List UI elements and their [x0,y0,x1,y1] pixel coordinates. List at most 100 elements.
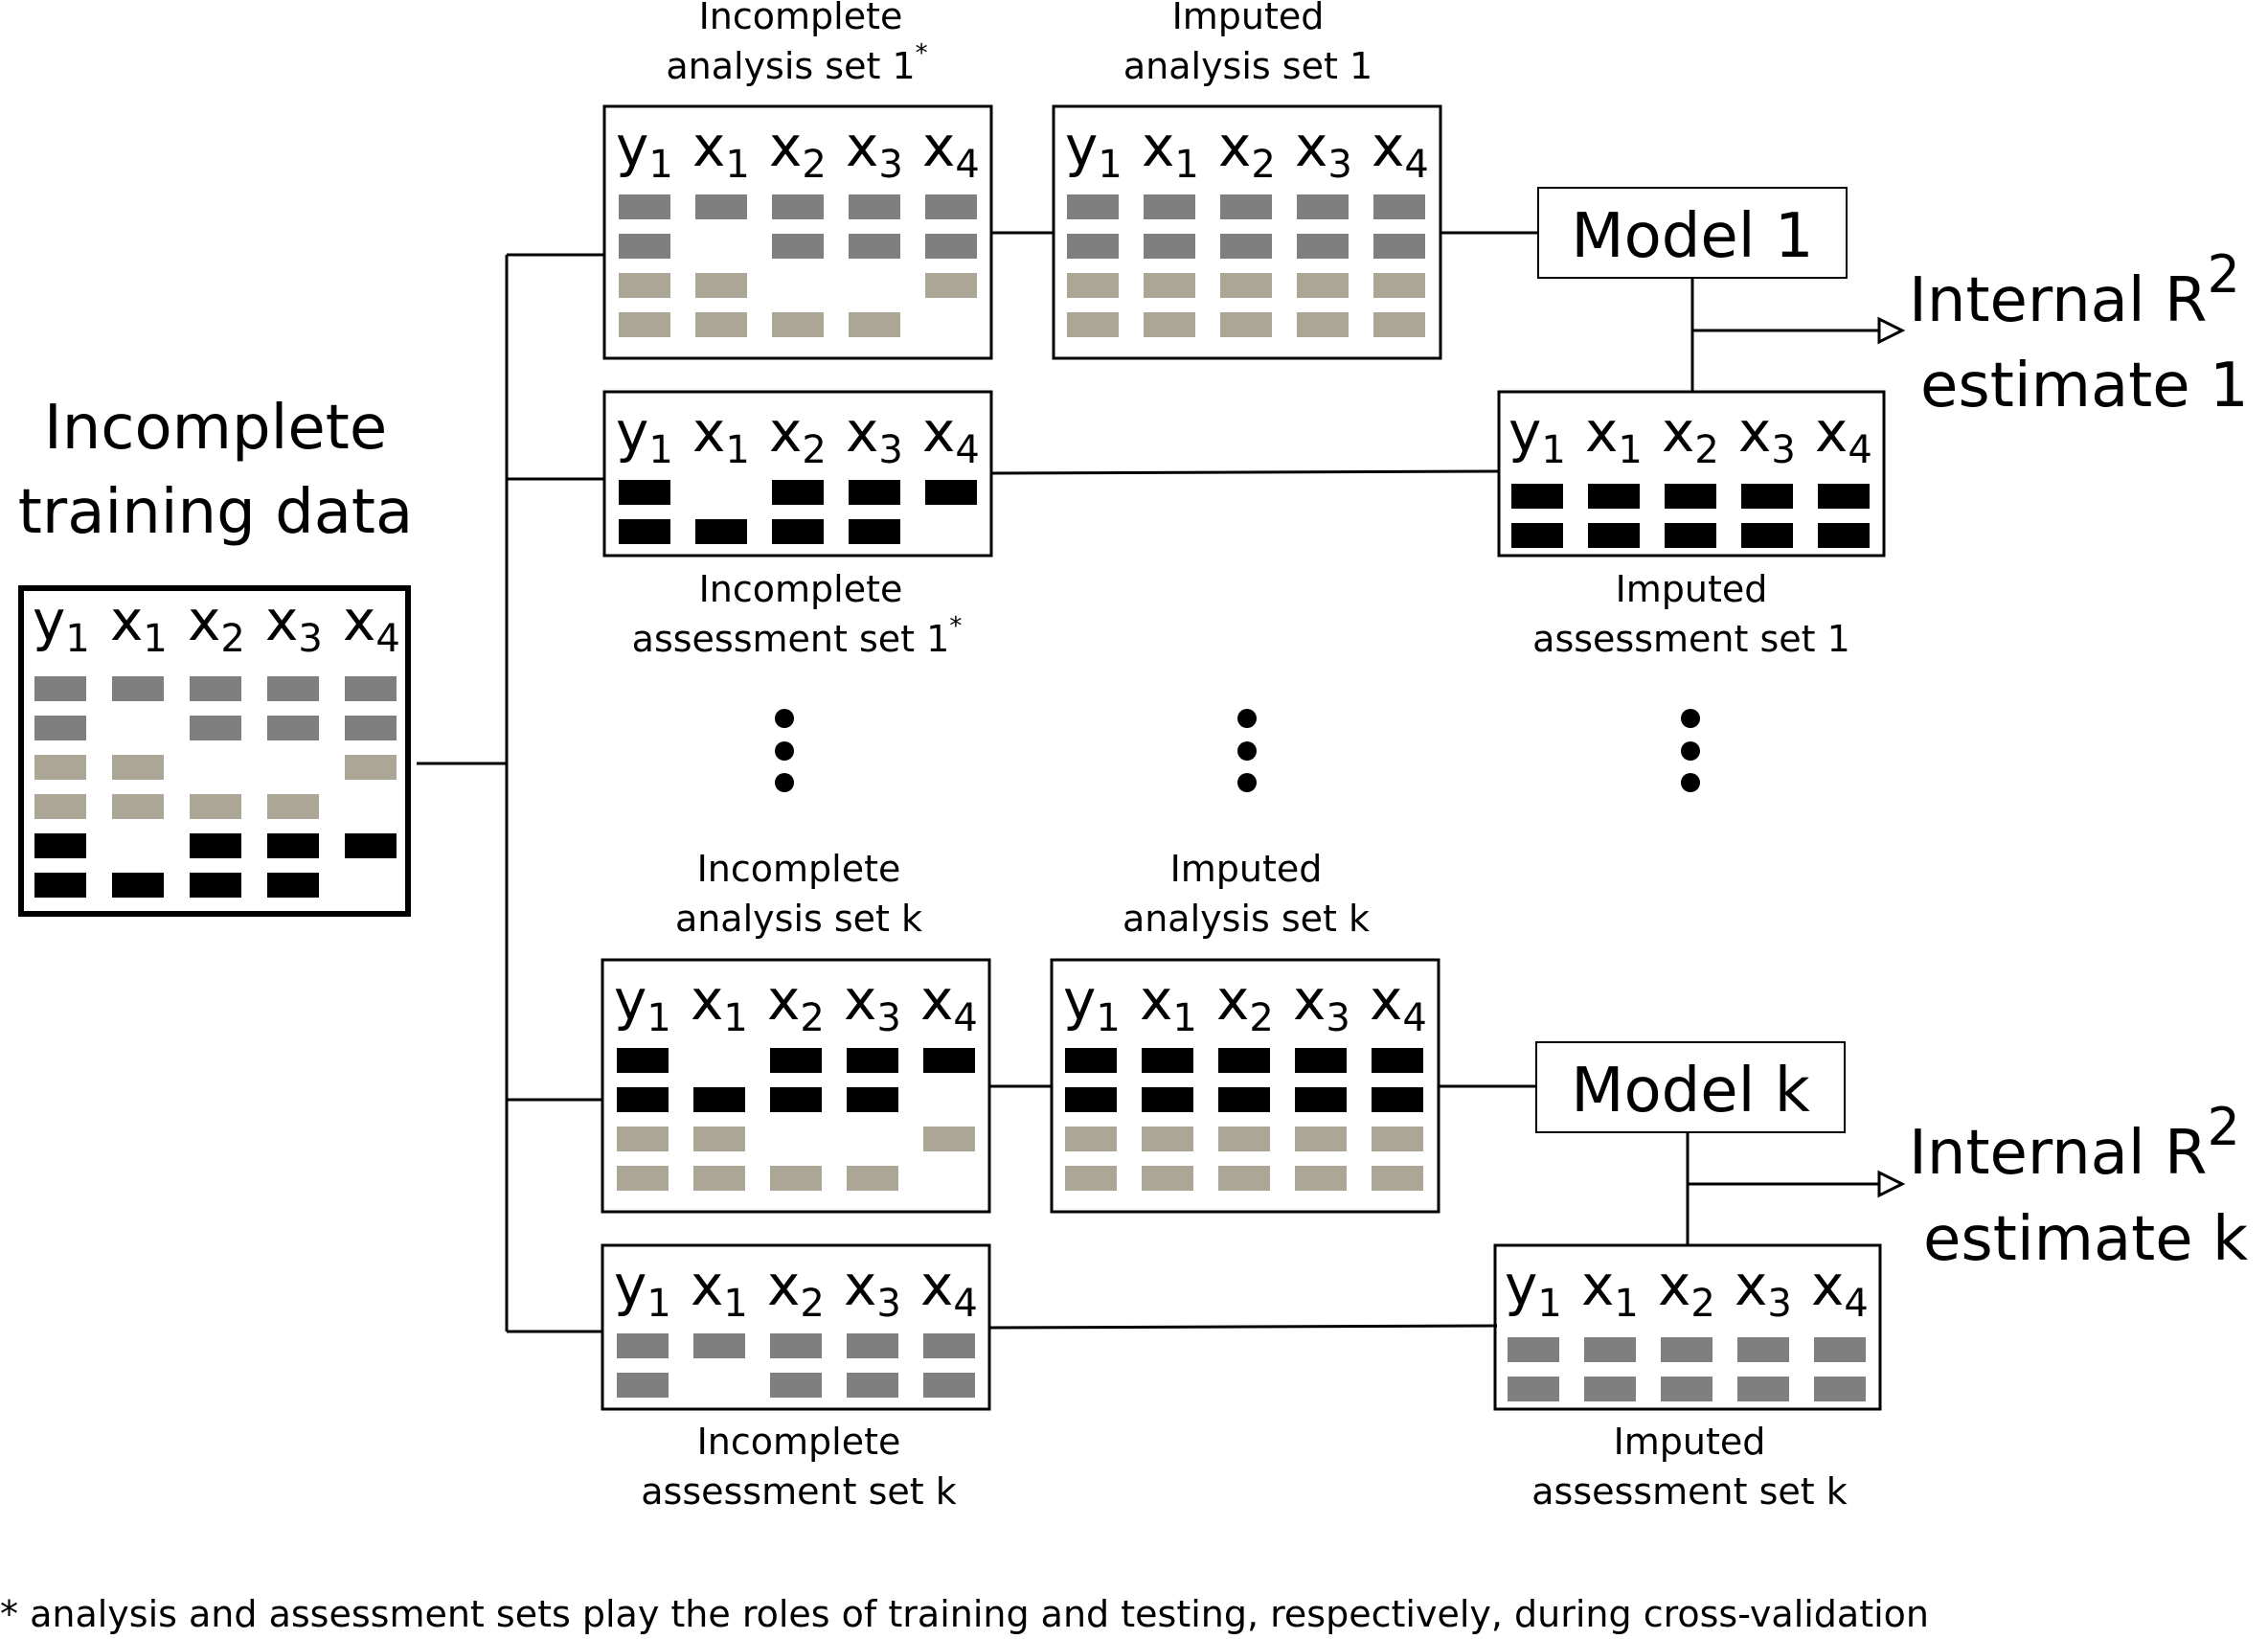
data-cell [1508,1337,1559,1362]
column-header: x4 [922,114,980,187]
column-header: x4 [1811,1253,1869,1326]
column-header: x3 [844,1253,901,1326]
data-cell [770,1048,822,1073]
column-header: y1 [616,114,673,187]
column-header: x4 [920,967,978,1040]
ellipsis-dot [775,709,794,728]
data-cell [1373,234,1425,259]
data-cell [1737,1377,1789,1401]
data-cell [1142,1166,1193,1191]
data-cell [267,794,319,819]
column-header: x3 [846,114,903,187]
data-cell [617,1166,669,1191]
data-cell [1218,1087,1270,1112]
arrow-head-k [1877,1170,1906,1198]
analysis-incomplete-label-kb: analysis set k [675,898,922,940]
data-cell [617,1373,669,1398]
data-cell [1144,194,1195,219]
data-cell [619,519,670,544]
column-header: y1 [1505,1253,1562,1326]
assessment-incomplete-label-kb: assessment set k [641,1470,956,1513]
data-cell [770,1087,822,1112]
column-header: x3 [844,967,901,1040]
data-cell [619,273,670,298]
data-cell [1372,1048,1423,1073]
data-cell [1588,523,1640,548]
data-cell [1295,1048,1347,1073]
data-cell [1142,1087,1193,1112]
data-cell [849,480,900,505]
model-label-1: Model 1 [1571,201,1813,272]
column-header: x2 [769,114,827,187]
data-cell [847,1333,898,1358]
assessment-imputed-label-1a: Imputed [1616,568,1768,610]
estimate-label-kb: estimate k [1923,1204,2248,1275]
column-header: x2 [767,1253,825,1326]
data-cell [1218,1048,1270,1073]
data-cell [925,480,977,505]
data-cell [772,312,824,337]
analysis-imputed-label-ka: Imputed [1170,848,1323,890]
assessment-incomplete-label-1a: Incomplete [699,568,903,610]
column-header: x2 [1658,1253,1715,1326]
data-cell [1065,1048,1117,1073]
data-cell [34,676,86,701]
data-cell [112,676,164,701]
column-header: x1 [692,114,750,187]
data-cell [34,833,86,858]
model-label-k: Model k [1571,1056,1810,1127]
analysis-incomplete-label-1b: analysis set 1* [666,39,927,87]
data-cell [617,1127,669,1151]
data-cell [267,833,319,858]
analysis-imputed-label-1a: Imputed [1172,0,1325,37]
data-cell [1818,484,1870,509]
data-cell [1373,194,1425,219]
data-cell [1065,1127,1117,1151]
column-header: x2 [767,967,825,1040]
column-header: x1 [691,967,748,1040]
data-cell [1511,484,1563,509]
data-cell [1065,1166,1117,1191]
data-cell [1508,1377,1559,1401]
data-cell [925,273,977,298]
data-cell [1295,1127,1347,1151]
data-cell [1067,273,1119,298]
data-cell [345,676,397,701]
data-cell [617,1048,669,1073]
column-header: x4 [922,399,980,472]
column-header: x3 [1293,967,1350,1040]
column-header: y1 [1063,967,1121,1040]
data-cell [1220,194,1272,219]
column-header: x4 [1372,114,1429,187]
data-cell [772,194,824,219]
data-cell [1372,1087,1423,1112]
assessment-imputed-label-kb: assessment set k [1531,1470,1847,1513]
column-header: y1 [1508,399,1566,472]
column-header: x3 [1738,399,1796,472]
data-cell [1373,312,1425,337]
data-cell [190,794,241,819]
data-cell [1295,1087,1347,1112]
data-cell [925,194,977,219]
column-header: x3 [265,588,323,661]
column-header: x1 [1140,967,1197,1040]
data-cell [770,1373,822,1398]
ellipsis-dot [1237,773,1257,792]
estimate-label-1b: estimate 1 [1920,351,2249,421]
data-cell [770,1166,822,1191]
data-cell [1661,1377,1712,1401]
data-cell [693,1166,745,1191]
column-header: y1 [33,588,90,661]
data-cell [619,312,670,337]
data-cell [1220,312,1272,337]
data-cell [1814,1337,1866,1362]
data-cell [1067,194,1119,219]
data-cell [267,873,319,898]
data-cell [1067,312,1119,337]
column-header: x1 [1585,399,1643,472]
data-cell [34,873,86,898]
data-cell [849,234,900,259]
data-cell [1295,1166,1347,1191]
